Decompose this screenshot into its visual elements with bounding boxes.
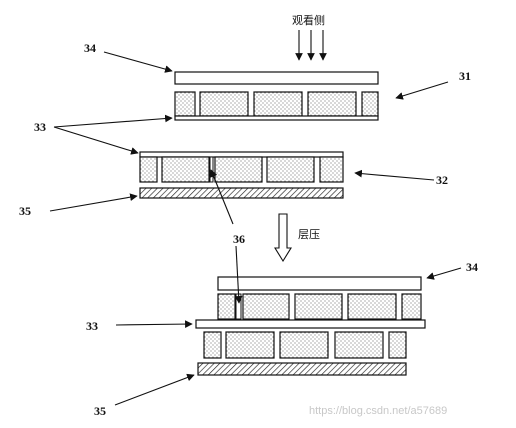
label-31: 31 <box>459 69 471 83</box>
lamination-arrow <box>274 213 292 263</box>
plate-33-middle <box>139 151 344 158</box>
structure-32 <box>139 151 344 199</box>
lamination-label: 层压 <box>298 228 320 241</box>
viewing-arrows <box>295 30 327 61</box>
top-plate-34 <box>174 71 379 85</box>
viewing-side-label: 观看侧 <box>292 13 325 27</box>
label-33-top: 33 <box>34 120 46 134</box>
top-plate-34-laminated <box>217 276 422 291</box>
laminated-structure <box>195 276 426 376</box>
label-36: 36 <box>233 232 245 246</box>
leader-lines <box>49 51 462 406</box>
label-35-top: 35 <box>19 204 31 218</box>
bottom-layer-35-middle <box>139 187 344 199</box>
label-34-bottom: 34 <box>466 260 478 274</box>
label-35-bottom: 35 <box>94 404 106 418</box>
substrate-33-top <box>174 115 379 121</box>
watermark: https://blog.csdn.net/a57689 <box>309 405 447 417</box>
structure-31 <box>174 71 379 121</box>
label-34-top: 34 <box>84 41 96 55</box>
label-33-bottom: 33 <box>86 319 98 333</box>
post-36 <box>209 156 214 183</box>
plate-33-laminated <box>195 319 426 329</box>
bottom-layer-35-laminated <box>197 362 407 376</box>
label-32: 32 <box>436 173 448 187</box>
